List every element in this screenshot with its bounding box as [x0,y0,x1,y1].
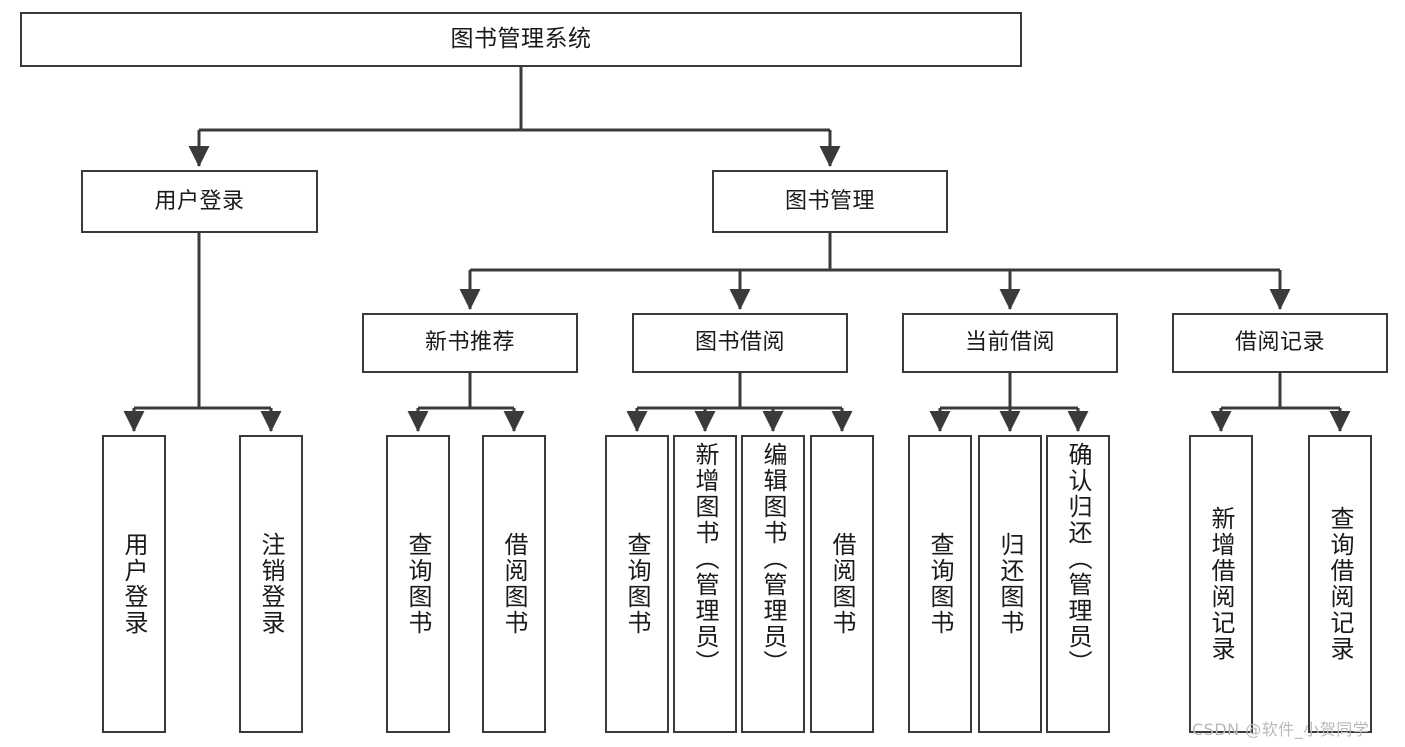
node-leaf-add-record[interactable]: 新增借阅记录 [1189,435,1253,733]
node-borrow-record[interactable]: 借阅记录 [1172,313,1388,373]
node-root-label: 图书管理系统 [450,26,592,53]
node-user-login[interactable]: 用户登录 [81,170,318,233]
node-book-mgmt[interactable]: 图书管理 [712,170,948,233]
node-leaf-borrow-book-b-label: 借阅图书 [828,532,856,636]
node-book-borrow-label: 图书借阅 [694,330,785,356]
node-leaf-query-book-c[interactable]: 查询图书 [908,435,972,733]
node-current-borrow-label: 当前借阅 [964,330,1055,356]
node-leaf-edit-book[interactable]: 编辑图书（管理员） [741,435,805,733]
node-leaf-add-record-label: 新增借阅记录 [1207,506,1235,662]
node-leaf-user-login-label: 用户登录 [120,532,148,636]
node-leaf-edit-book-label: 编辑图书（管理员） [759,442,787,676]
node-book-borrow[interactable]: 图书借阅 [632,313,848,373]
node-leaf-borrow-book-b[interactable]: 借阅图书 [810,435,874,733]
node-leaf-add-book[interactable]: 新增图书（管理员） [673,435,737,733]
node-leaf-return-book[interactable]: 归还图书 [978,435,1042,733]
node-leaf-query-book-b-label: 查询图书 [623,532,651,636]
node-leaf-query-book-b[interactable]: 查询图书 [605,435,669,733]
node-leaf-confirm-return[interactable]: 确认归还（管理员） [1046,435,1110,733]
node-leaf-confirm-return-label: 确认归还（管理员） [1064,442,1092,676]
node-leaf-query-book-a-label: 查询图书 [404,532,432,636]
node-leaf-query-record-label: 查询借阅记录 [1326,506,1354,662]
node-root[interactable]: 图书管理系统 [20,12,1022,67]
node-new-book-rec-label: 新书推荐 [424,330,515,356]
node-leaf-user-login[interactable]: 用户登录 [102,435,166,733]
node-new-book-rec[interactable]: 新书推荐 [362,313,578,373]
node-user-login-label: 用户登录 [154,188,245,214]
watermark: CSDN @软件_小贺同学 [1192,720,1370,739]
node-leaf-borrow-book-a[interactable]: 借阅图书 [482,435,546,733]
node-borrow-record-label: 借阅记录 [1234,330,1325,356]
node-leaf-query-book-c-label: 查询图书 [926,532,954,636]
node-leaf-return-book-label: 归还图书 [996,532,1024,636]
node-leaf-logout[interactable]: 注销登录 [239,435,303,733]
node-leaf-query-book-a[interactable]: 查询图书 [386,435,450,733]
node-book-mgmt-label: 图书管理 [784,188,875,214]
node-leaf-logout-label: 注销登录 [257,532,285,636]
node-leaf-query-record[interactable]: 查询借阅记录 [1308,435,1372,733]
node-leaf-add-book-label: 新增图书（管理员） [691,442,719,676]
node-leaf-borrow-book-a-label: 借阅图书 [500,532,528,636]
node-current-borrow[interactable]: 当前借阅 [902,313,1118,373]
